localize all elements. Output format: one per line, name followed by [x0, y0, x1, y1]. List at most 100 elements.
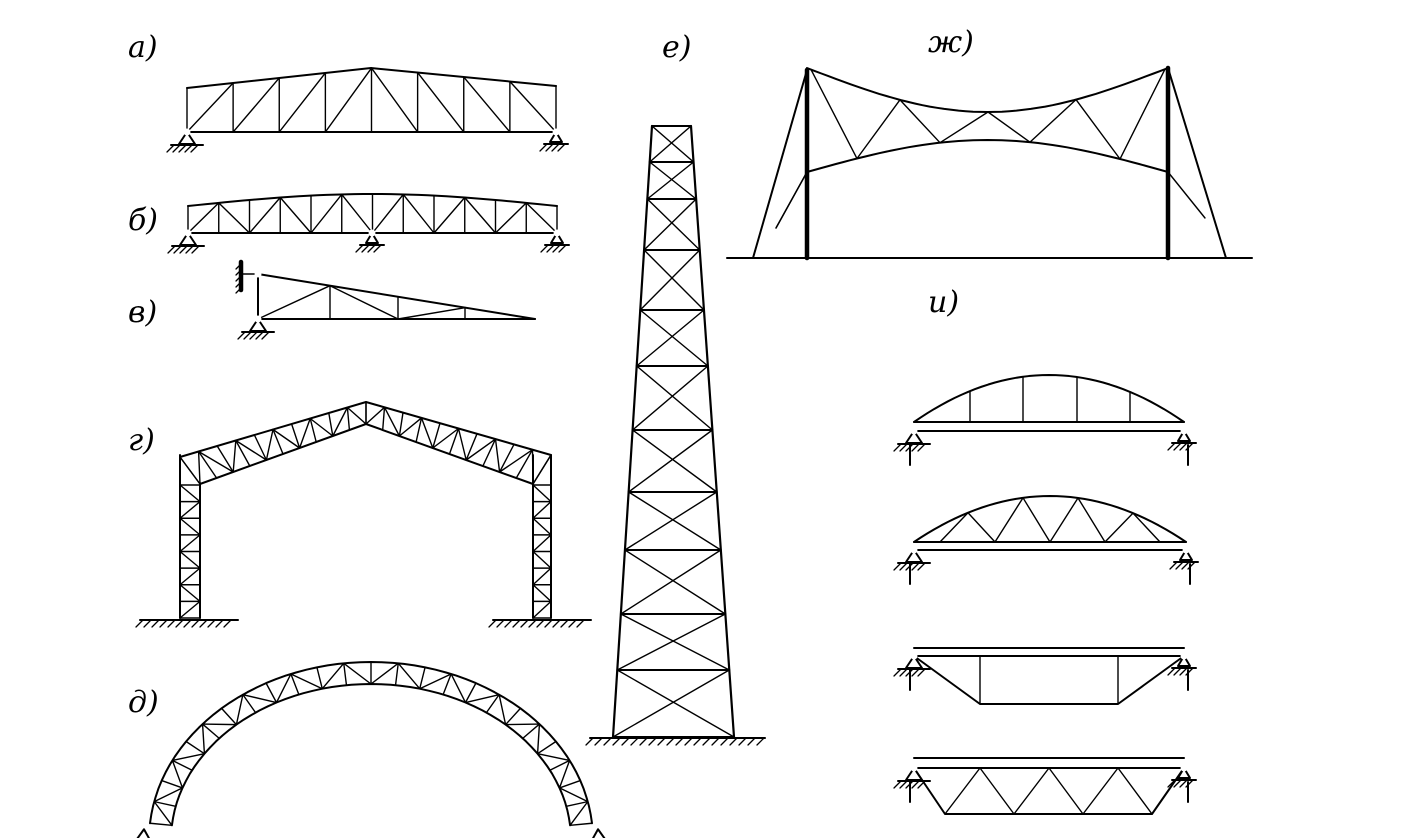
rafter-diagonal — [494, 438, 501, 473]
ground-hatch — [568, 619, 577, 628]
arch-chord — [913, 495, 1187, 543]
rafter-bottom-chord — [199, 423, 534, 485]
ground-hatch — [512, 619, 521, 628]
rafter-post — [515, 449, 534, 479]
label-b: б) — [128, 203, 158, 238]
arch-post — [442, 673, 452, 696]
ground-hatch — [184, 144, 193, 153]
rafter-post — [498, 443, 515, 473]
truss-e-tower — [585, 124, 766, 746]
support-hinge — [1180, 652, 1188, 660]
ground-hatch — [1181, 561, 1190, 570]
ground-hatch — [261, 331, 270, 340]
ground-hatch — [558, 244, 567, 253]
arch-diagonal — [558, 787, 589, 803]
ground-hatch — [675, 737, 684, 746]
ground-hatch — [917, 443, 926, 452]
support-hinge — [1180, 764, 1188, 772]
diagonal — [257, 284, 331, 320]
diagonal — [402, 193, 435, 234]
bottom-chord — [913, 767, 1185, 815]
tower-diagonal — [639, 309, 709, 367]
diagonal — [341, 193, 374, 234]
ground-hatch — [243, 331, 252, 340]
support-hinge — [1180, 427, 1188, 435]
ground-hatch — [545, 143, 554, 152]
ground-hatch — [207, 619, 216, 628]
web-diagonal — [1104, 512, 1134, 543]
column-diagonal — [179, 550, 201, 569]
rafter-post — [382, 406, 386, 431]
tower-diagonal — [643, 198, 697, 251]
ground-hatch — [603, 737, 612, 746]
ground-hatch — [576, 619, 585, 628]
diagonal — [397, 306, 466, 320]
arch-post — [149, 822, 173, 827]
ground-hatch — [159, 619, 168, 628]
ground-hatch — [702, 737, 711, 746]
rafter-diagonal — [531, 449, 534, 485]
tower-diagonal — [643, 249, 705, 311]
ground-hatch — [183, 619, 192, 628]
back-stay — [752, 69, 808, 259]
ground-hatch — [612, 737, 621, 746]
arch-post — [201, 723, 220, 740]
support-hinge — [910, 427, 918, 435]
web-diagonal — [994, 497, 1024, 543]
diagonal — [324, 67, 373, 133]
support-roller — [1179, 549, 1193, 561]
tower-diagonal — [631, 429, 718, 493]
ground-hatch — [911, 443, 920, 452]
support-hinge — [910, 546, 918, 554]
arch-post — [536, 740, 557, 755]
ground-hatch — [367, 244, 376, 253]
web-diagonal — [856, 99, 901, 160]
tower-diagonal — [620, 549, 722, 615]
column-diagonal — [532, 550, 552, 569]
tower-diagonal — [651, 125, 695, 163]
rafter-post — [253, 434, 268, 461]
ground-hatch — [893, 443, 902, 452]
ground-hatch — [552, 244, 561, 253]
column-diagonal — [179, 484, 201, 503]
rafter-post — [415, 417, 423, 443]
tower-diagonal — [649, 161, 697, 200]
ground-hatch — [893, 668, 902, 677]
support-hinge — [1182, 546, 1190, 554]
ground-hatch — [747, 737, 756, 746]
arch-diagonal — [171, 752, 206, 762]
ground-hatch — [190, 144, 199, 153]
rafter-post — [465, 433, 478, 461]
rafter-diagonal — [383, 406, 401, 437]
ground-hatch — [893, 780, 902, 789]
ground-hatch — [179, 245, 188, 254]
support-roller — [1177, 430, 1191, 442]
ground-hatch — [693, 737, 702, 746]
rafter-diagonal — [235, 439, 268, 461]
rafter-post — [216, 445, 234, 473]
ground-hatch — [1169, 561, 1178, 570]
diagonal — [494, 202, 527, 234]
diagonal — [464, 196, 497, 234]
ground-hatch — [173, 245, 182, 254]
tower-diagonal — [635, 365, 714, 431]
support-roller — [550, 232, 564, 244]
web-diagonal — [944, 767, 981, 815]
arch-post — [504, 707, 522, 726]
rafter-diagonal — [432, 427, 460, 449]
arch-post — [242, 693, 257, 714]
bottom-chord — [913, 655, 1185, 705]
tower-diagonal — [646, 198, 701, 251]
support-hinge — [184, 229, 192, 237]
ground-hatch — [551, 143, 560, 152]
arch-diagonal — [171, 759, 184, 789]
arch-post — [565, 800, 589, 808]
rafter-diagonal — [346, 406, 367, 425]
label-zh: ж) — [928, 25, 974, 60]
ground-hatch — [911, 668, 920, 677]
arch-post — [290, 673, 300, 696]
column-diagonal — [532, 567, 552, 586]
rafter-diagonal — [272, 428, 301, 449]
column-diagonal — [532, 500, 552, 519]
